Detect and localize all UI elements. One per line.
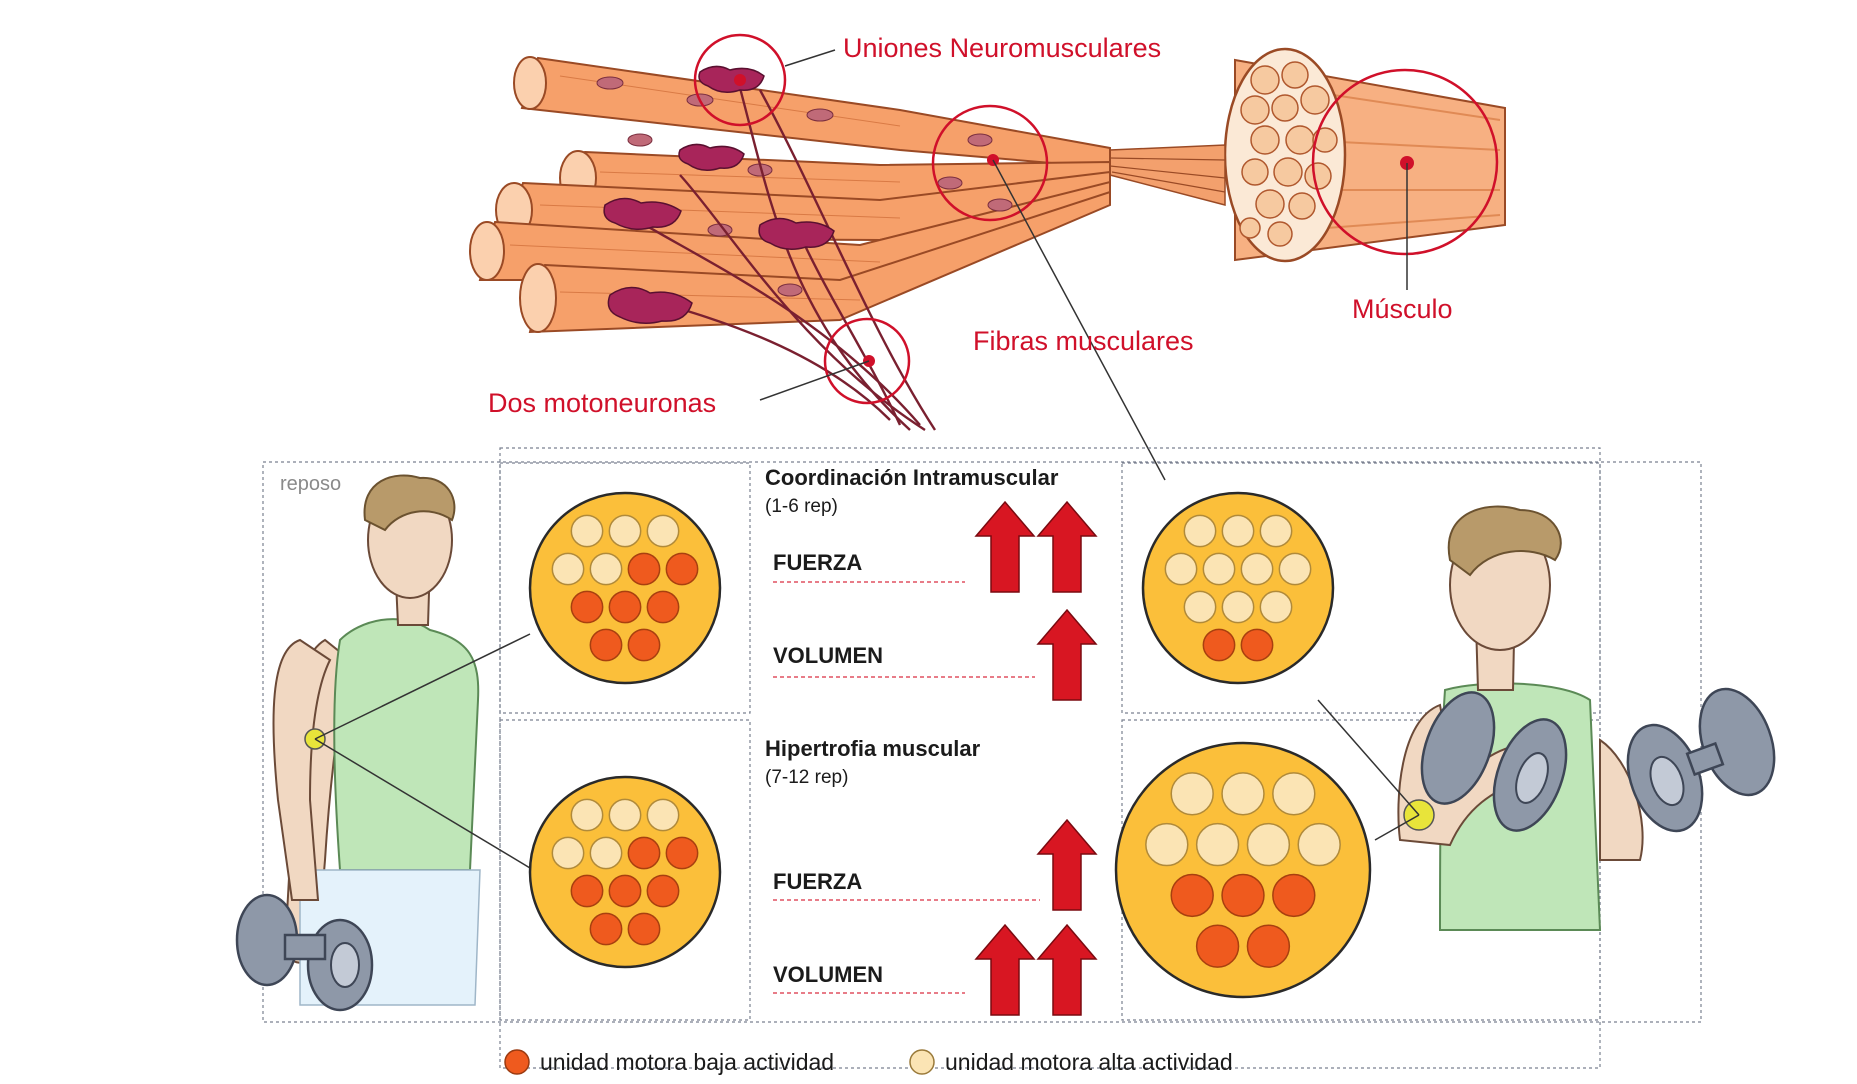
section-reps-coordination: (1-6 rep) [765, 496, 838, 517]
legend-swatch-high [909, 1049, 935, 1075]
section-title-hypertrophy: Hipertrofia muscular [765, 736, 981, 761]
cross-section-rest-coordination [528, 491, 722, 685]
motor-unit-low [608, 590, 642, 624]
motor-unit-high [1259, 590, 1293, 624]
motor-unit-high [551, 552, 585, 586]
legend-swatch-low [504, 1049, 530, 1075]
motor-unit-high [1145, 822, 1189, 867]
motor-unit-high [1297, 822, 1341, 867]
resting-dumbbell [235, 893, 374, 1012]
label-motoneurons: Dos motoneuronas [488, 388, 716, 418]
increase-arrow [974, 923, 1036, 1016]
motor-unit-high [1272, 772, 1316, 816]
resting-figure [235, 474, 531, 1012]
motor-unit-high [608, 514, 642, 548]
motor-unit-high [570, 514, 604, 548]
motor-unit-high [1183, 590, 1217, 624]
motor-unit-high [1170, 772, 1214, 816]
neuromuscular-junctions [603, 65, 835, 324]
increase-arrow [1036, 923, 1098, 1016]
motor-unit-high [646, 798, 680, 832]
section-title-coordination: Coordinación Intramuscular [765, 465, 1059, 490]
motor-unit-low [1202, 628, 1236, 662]
motor-unit-low [627, 836, 661, 870]
motor-unit-low [570, 874, 604, 908]
muscle-anatomy-illustration [469, 47, 1506, 432]
motor-unit-low [1195, 924, 1240, 968]
label-neuromuscular-junctions: Uniones Neuromusculares [843, 33, 1161, 63]
legend-label-low: unidad motora baja actividad [540, 1049, 834, 1075]
motor-unit-high [1183, 514, 1217, 548]
rest-label: reposo [280, 473, 341, 495]
motor-unit-low [646, 590, 680, 624]
label-muscle: Músculo [1352, 294, 1453, 324]
training-sections [528, 491, 1372, 1016]
increase-arrow [974, 500, 1036, 593]
motor-unit-high [608, 798, 642, 832]
motor-unit-high [1164, 552, 1198, 586]
motor-unit-high [1202, 552, 1236, 586]
section-reps-hypertrophy: (7-12 rep) [765, 767, 848, 788]
motor-unit-high [1221, 590, 1255, 624]
motor-unit-low [1240, 628, 1274, 662]
motor-unit-high [1278, 552, 1312, 586]
motor-unit-high [1240, 552, 1274, 586]
cross-section-trained-coordination [1141, 491, 1335, 685]
motor-unit-low [1170, 873, 1214, 918]
training-figure [1317, 505, 1776, 931]
motor-unit-low [627, 552, 661, 586]
motor-unit-low [1221, 873, 1265, 918]
motor-unit-low [627, 912, 661, 946]
motor-unit-high [646, 514, 680, 548]
motor-unit-low [608, 874, 642, 908]
increase-arrow [1036, 608, 1098, 701]
fiber-nuclei [596, 76, 1013, 317]
motor-unit-low [589, 912, 623, 946]
motor-unit-low [1272, 873, 1316, 918]
motor-unit-high [1221, 772, 1265, 816]
motor-unit-high [589, 552, 623, 586]
motor-unit-low [570, 590, 604, 624]
motor-unit-low [665, 552, 699, 586]
cross-section-trained-hypertrophy [1114, 741, 1372, 999]
increase-arrow [1036, 818, 1098, 911]
metric-label-volumen-1: VOLUMEN [773, 643, 883, 668]
motor-unit-low [627, 628, 661, 662]
motor-unit-high [570, 798, 604, 832]
motor-unit-high [551, 836, 585, 870]
motor-unit-low [1246, 924, 1291, 968]
motor-unit-high [589, 836, 623, 870]
motoneurons-callout [759, 317, 911, 405]
motor-unit-low [646, 874, 680, 908]
increase-arrow [1036, 500, 1098, 593]
label-muscle-fibers: Fibras musculares [973, 326, 1194, 356]
training-dumbbell-front [1420, 691, 1568, 832]
legend-label-high: unidad motora alta actividad [945, 1049, 1233, 1075]
motor-unit-high [1221, 514, 1255, 548]
metric-label-fuerza-2: FUERZA [773, 869, 862, 894]
muscle-callout [1311, 68, 1499, 290]
legend: unidad motora baja actividad unidad moto… [504, 1049, 1233, 1075]
motor-unit-high [1246, 822, 1291, 867]
metric-label-volumen-2: VOLUMEN [773, 962, 883, 987]
training-dumbbell-back [1626, 687, 1776, 833]
junction-callout [693, 33, 836, 127]
fibers-callout [931, 104, 1166, 481]
metric-label-fuerza-1: FUERZA [773, 550, 862, 575]
cross-section-rest-hypertrophy [528, 775, 722, 969]
motor-unit-low [665, 836, 699, 870]
motor-unit-low [589, 628, 623, 662]
motor-unit-high [1259, 514, 1293, 548]
motor-unit-high [1195, 822, 1240, 867]
